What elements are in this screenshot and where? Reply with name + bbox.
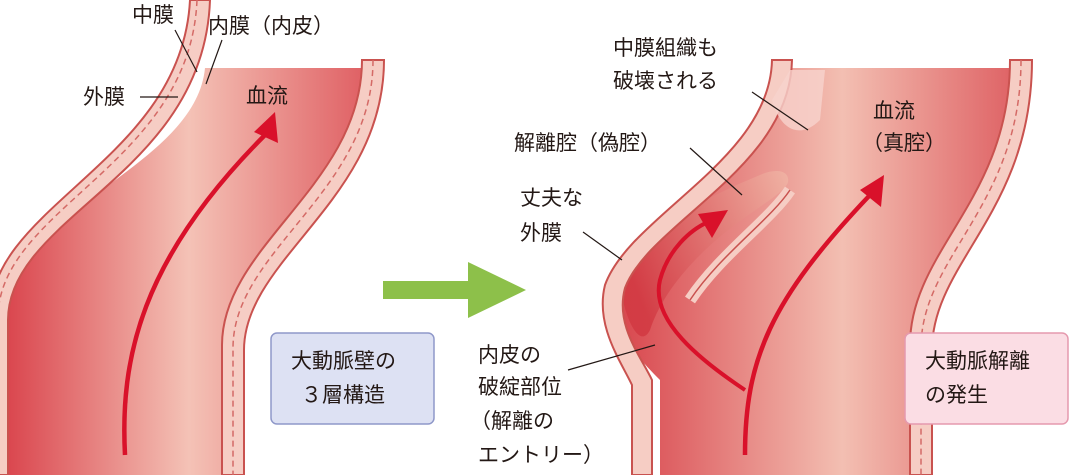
label-media: 中膜 bbox=[132, 3, 174, 27]
label-adventitia: 外膜 bbox=[83, 85, 125, 109]
transition-arrow bbox=[383, 262, 526, 318]
right-vessel-right-wall bbox=[909, 59, 1034, 475]
leader-entry bbox=[567, 344, 656, 371]
caption-left-line1: 大動脈壁の bbox=[291, 349, 396, 373]
label-entry-1: 内皮の bbox=[478, 343, 541, 367]
label-destroyed-media-1: 中膜組織も bbox=[613, 36, 718, 60]
label-intima: 内膜（内皮） bbox=[208, 14, 334, 38]
right-vessel-right-wall-line bbox=[920, 59, 1022, 475]
leader-media bbox=[174, 29, 198, 73]
caption-box-right bbox=[904, 332, 1069, 425]
label-blood-flow-right-2: （真腔） bbox=[862, 131, 946, 155]
caption-left-line2: ３層構造 bbox=[301, 383, 385, 407]
left-vessel bbox=[0, 0, 386, 475]
label-strong-adventitia-2: 外膜 bbox=[520, 221, 562, 245]
label-blood-flow-right-1: 血流 bbox=[873, 99, 915, 123]
intimal-flap-edge bbox=[689, 189, 791, 301]
label-strong-adventitia-1: 丈夫な bbox=[520, 186, 583, 210]
leader-destroyed-media bbox=[751, 91, 809, 131]
caption-right-line2: の発生 bbox=[925, 383, 988, 407]
label-destroyed-media-2: 破壊される bbox=[613, 69, 718, 93]
destroyed-media bbox=[772, 70, 825, 131]
left-lumen bbox=[5, 68, 370, 475]
left-vessel-left-wall-line bbox=[0, 0, 198, 304]
right-true-flow-arrow bbox=[742, 193, 872, 456]
right-false-flow-arrowhead bbox=[698, 210, 728, 238]
label-false-lumen: 解離腔（偽腔） bbox=[514, 131, 661, 155]
left-flow-arrowhead bbox=[254, 112, 278, 143]
right-true-flow-arrowhead bbox=[860, 175, 884, 207]
label-blood-flow-left: 血流 bbox=[246, 84, 288, 108]
leader-intima bbox=[205, 39, 223, 85]
caption-right-line1: 大動脈解離 bbox=[925, 349, 1030, 373]
leader-false-lumen bbox=[689, 147, 743, 196]
left-flow-arrow bbox=[122, 133, 267, 456]
label-entry-2: 破綻部位 bbox=[478, 375, 562, 399]
caption-box-left bbox=[270, 332, 435, 425]
label-entry-3: （解離の bbox=[470, 409, 554, 433]
right-false-flow-arrow bbox=[656, 220, 747, 392]
leader-strong-adventitia bbox=[582, 231, 623, 261]
false-lumen bbox=[620, 170, 789, 337]
left-vessel-left-wall bbox=[0, 0, 212, 475]
left-vessel-right-wall bbox=[221, 59, 386, 475]
label-entry-4: エントリー） bbox=[478, 443, 604, 467]
left-vessel-right-wall-line bbox=[232, 59, 374, 475]
